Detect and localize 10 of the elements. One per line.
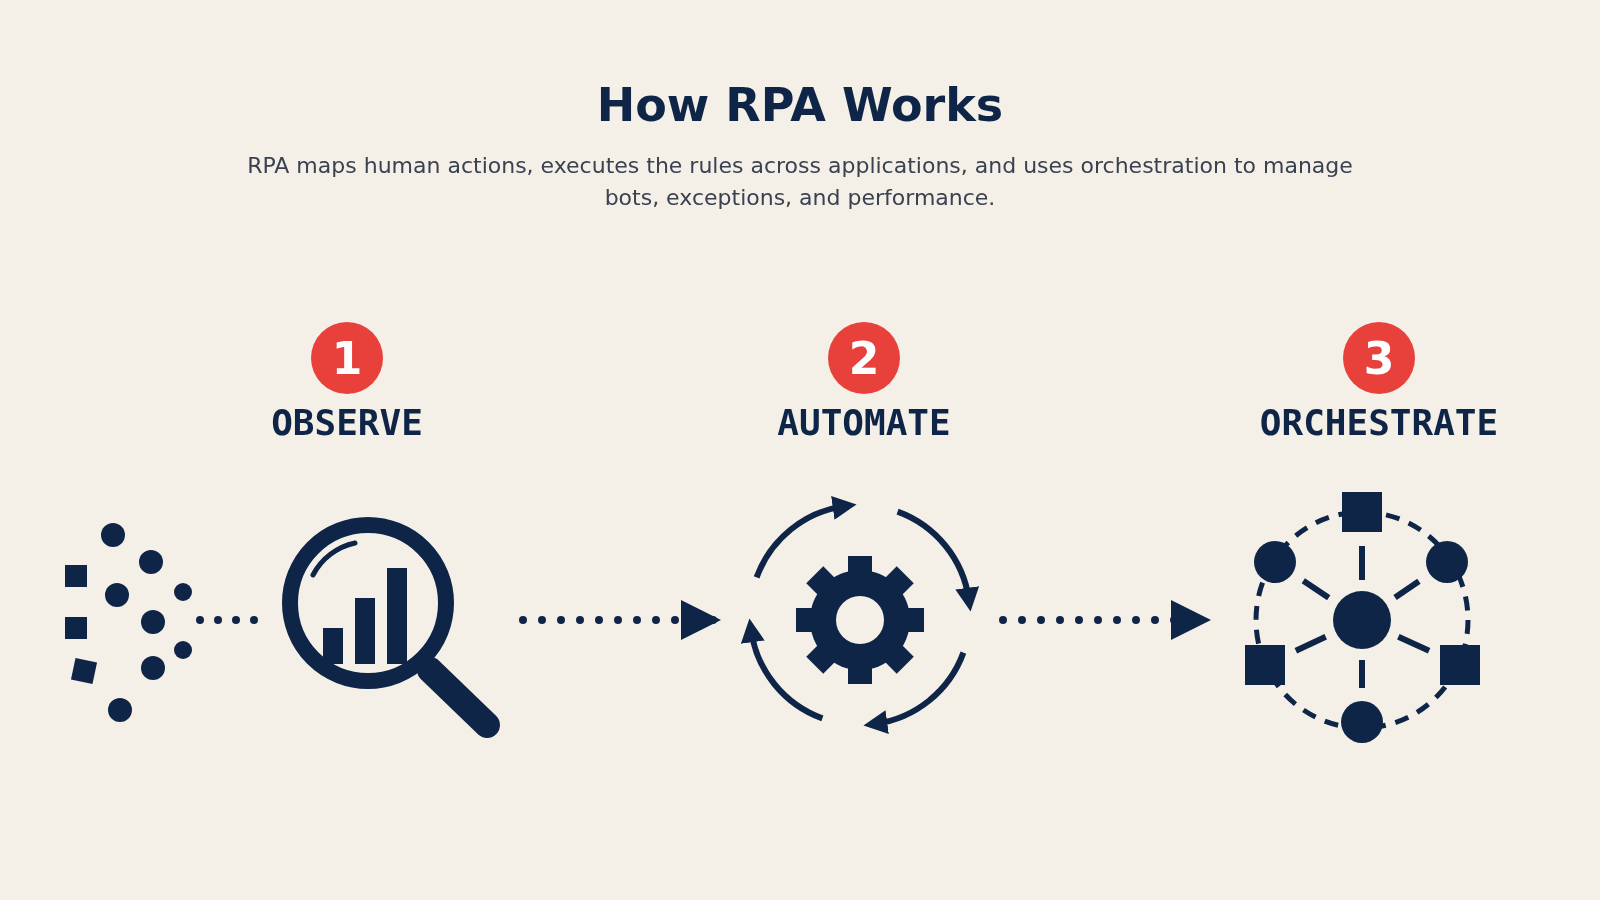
step-number-badge: 2 — [828, 322, 900, 394]
step-heading: AUTOMATE — [777, 402, 951, 443]
step-heading: OBSERVE — [271, 402, 423, 443]
subtitle: RPA maps human actions, executes the rules across applications, and uses orchestration to manage bots, exceptions, and performance. — [246, 152, 1354, 212]
dotted-arrow — [999, 600, 1211, 640]
title: How RPA Works — [595, 78, 1005, 132]
step-number-badge: 1 — [311, 322, 383, 394]
step-number-badge: 3 — [1343, 322, 1415, 394]
dotted-arrow — [519, 600, 721, 640]
step-heading: ORCHESTRATE — [1259, 402, 1499, 443]
